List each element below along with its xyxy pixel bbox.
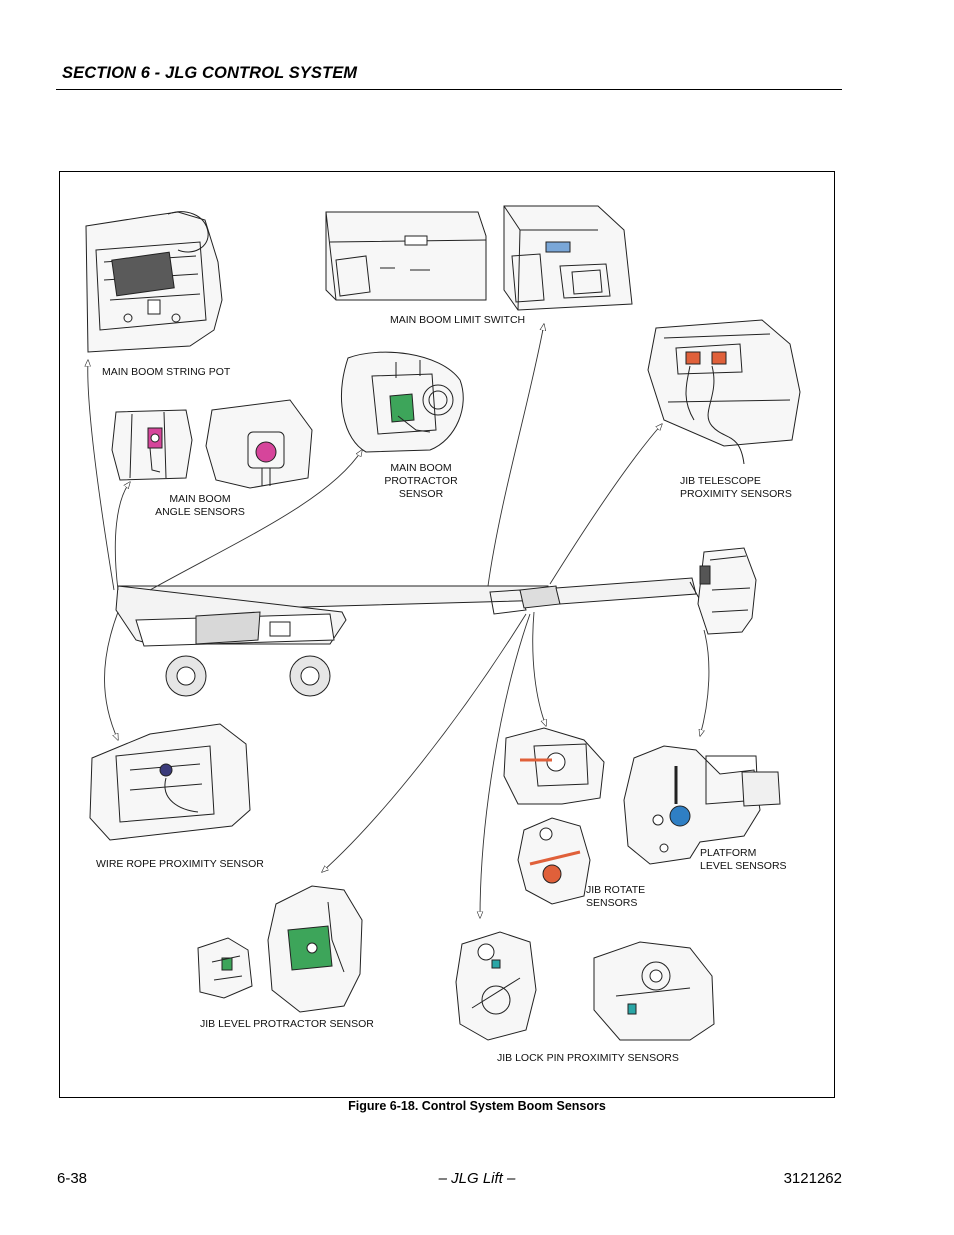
footer-brand: – JLG Lift – — [438, 1170, 516, 1187]
jib-lock-pin-illustration — [455, 931, 715, 1041]
jib-level-protractor-illustration — [197, 885, 363, 1013]
label-wire-rope-proximity-sensor: WIRE ROPE PROXIMITY SENSOR — [96, 858, 264, 870]
label-jib-level-protractor-sensor: JIB LEVEL PROTRACTOR SENSOR — [200, 1018, 374, 1030]
label-main-boom-protractor-sensor: MAIN BOOM PROTRACTOR SENSOR — [384, 462, 458, 500]
label-jib-telescope-proximity-sensors: JIB TELESCOPE PROXIMITY SENSORS — [680, 475, 792, 500]
callout-arrows — [88, 324, 710, 918]
page-number: 6-38 — [57, 1170, 88, 1187]
label-main-boom-string-pot: MAIN BOOM STRING POT — [102, 366, 231, 378]
label-main-boom-angle-sensors: MAIN BOOM ANGLE SENSORS — [155, 493, 245, 518]
label-main-boom-limit-switch: MAIN BOOM LIMIT SWITCH — [390, 314, 526, 326]
string-pot-illustration — [85, 211, 223, 353]
header-rule — [56, 89, 842, 90]
wire-rope-illustration — [89, 723, 251, 841]
document-number: 3121262 — [783, 1170, 842, 1187]
label-jib-lock-pin-proximity-sensors: JIB LOCK PIN PROXIMITY SENSORS — [497, 1052, 679, 1064]
jlg-lift-illustration — [115, 547, 757, 697]
jib-rotate-illustration — [503, 727, 605, 905]
limit-switch-illustration — [325, 205, 633, 311]
label-platform-level-sensors: PLATFORM LEVEL SENSORS — [700, 847, 787, 872]
angle-sensors-illustration — [111, 399, 313, 489]
jib-telescope-illustration — [647, 319, 801, 465]
section-title: SECTION 6 - JLG CONTROL SYSTEM — [62, 64, 358, 82]
protractor-sensor-illustration — [341, 351, 464, 453]
figure-frame — [59, 171, 835, 1098]
figure-caption: Figure 6-18. Control System Boom Sensors — [348, 1099, 606, 1113]
label-jib-rotate-sensors: JIB ROTATE SENSORS — [586, 884, 646, 909]
platform-level-illustration — [623, 745, 781, 865]
